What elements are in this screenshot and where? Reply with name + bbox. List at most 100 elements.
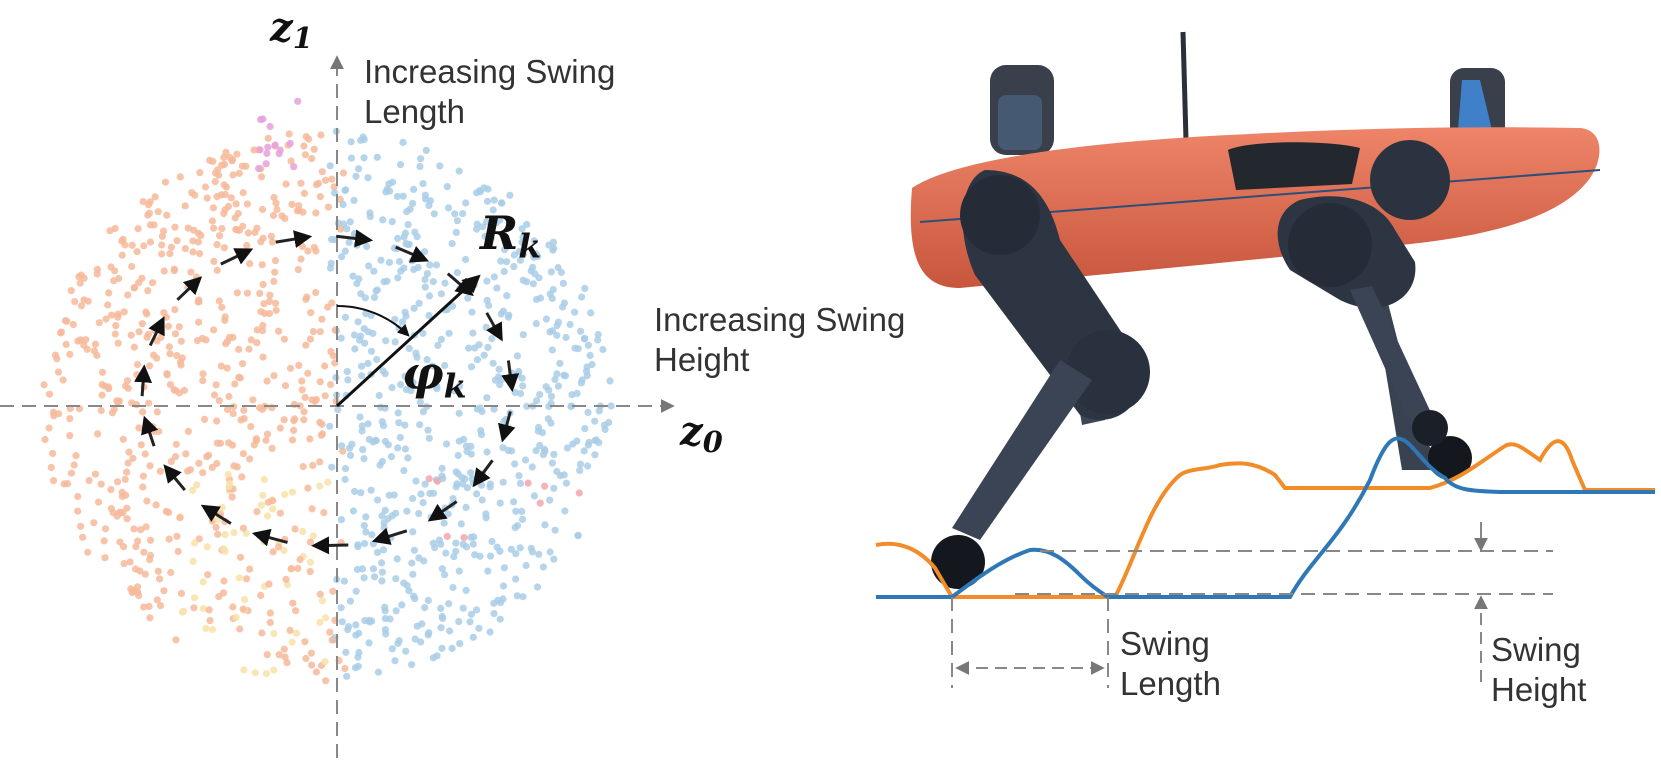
scatter-point-blue (420, 557, 428, 565)
scatter-point-orange (189, 248, 197, 256)
scatter-point-blue (366, 209, 374, 217)
scatter-point-blue (419, 499, 427, 507)
scatter-point-blue (523, 220, 531, 228)
scatter-point-orange (79, 533, 87, 541)
scatter-point-blue (343, 225, 351, 233)
scatter-point-blue (456, 382, 464, 390)
scatter-point-orange (321, 392, 329, 400)
scatter-point-orange (310, 145, 318, 153)
scatter-point-orange (220, 577, 228, 585)
scatter-point-orange (146, 614, 154, 622)
scatter-point-orange (213, 241, 221, 249)
scatter-point-blue (606, 377, 614, 385)
scatter-point-blue (415, 299, 423, 307)
scatter-point-orange (328, 299, 336, 307)
scatter-point-blue (512, 507, 520, 515)
scatter-point-orange (341, 664, 349, 673)
scatter-point-blue (513, 522, 522, 530)
scatter-point-yellow (318, 597, 326, 605)
scatter-point-orange (105, 289, 113, 297)
scatter-point-blue (449, 583, 457, 592)
scatter-point-blue (499, 582, 508, 590)
scatter-point-blue (459, 210, 467, 218)
scatter-point-orange (54, 368, 63, 376)
scatter-point-blue (375, 391, 383, 400)
scatter-point-blue (341, 313, 350, 321)
scatter-point-blue (473, 490, 481, 498)
scatter-point-blue (360, 455, 368, 463)
scatter-point-orange (259, 280, 267, 289)
scatter-point-blue (415, 509, 423, 518)
scatter-point-blue (449, 302, 457, 310)
scatter-point-orange (115, 397, 123, 405)
scatter-point-orange (224, 202, 233, 210)
scatter-point-orange (304, 247, 312, 255)
scatter-point-orange (158, 250, 166, 258)
scatter-point-orange (133, 248, 141, 256)
scatter-point-red (433, 477, 442, 485)
scatter-point-orange (80, 341, 88, 349)
scatter-point-orange (222, 148, 230, 156)
scatter-point-orange (318, 315, 326, 323)
scatter-point-blue (346, 451, 355, 459)
scatter-point-red (524, 479, 532, 487)
scatter-point-blue (546, 328, 554, 336)
scatter-point-blue (384, 441, 392, 449)
scatter-point-orange (160, 267, 168, 275)
scatter-point-orange (264, 134, 272, 142)
scatter-point-orange (156, 602, 165, 610)
scatter-point-blue (488, 335, 496, 343)
scatter-point-orange (123, 468, 131, 476)
scatter-point-orange (146, 536, 155, 544)
scatter-point-blue (386, 187, 394, 195)
scatter-point-blue (480, 351, 488, 359)
scatter-point-blue (545, 386, 553, 394)
scatter-point-yellow (251, 669, 259, 677)
scatter-point-orange (120, 543, 128, 551)
swing-length-line-2: Length (1120, 665, 1221, 703)
scatter-point-blue (417, 155, 425, 163)
scatter-point-yellow (202, 624, 210, 632)
scatter-point-blue (484, 234, 492, 242)
scatter-point-blue (352, 172, 360, 180)
scatter-point-orange (238, 360, 247, 368)
scatter-point-blue (514, 371, 522, 379)
scatter-point-blue (535, 274, 543, 282)
scatter-point-orange (240, 406, 248, 414)
cycle-arrow-segment (485, 312, 503, 342)
scatter-point-blue (518, 238, 526, 246)
scatter-point-yellow (191, 539, 199, 547)
scatter-point-orange (327, 348, 335, 356)
scatter-point-orange (160, 309, 168, 317)
scatter-point-orange (143, 333, 151, 341)
scatter-point-blue (479, 223, 487, 231)
scatter-point-blue (546, 548, 554, 556)
scatter-point-orange (308, 661, 316, 669)
scatter-point-blue (550, 555, 558, 563)
scatter-point-blue (591, 417, 599, 425)
scatter-point-orange (62, 340, 70, 348)
scatter-point-orange (298, 386, 306, 394)
cycle-arrow-segment (200, 504, 232, 525)
scatter-point-blue (437, 290, 445, 298)
scatter-point-orange (300, 142, 308, 150)
scatter-point-orange (135, 424, 143, 432)
scatter-point-blue (595, 439, 603, 447)
scatter-point-orange (231, 214, 239, 222)
scatter-point-blue (510, 460, 519, 468)
scatter-point-orange (93, 265, 101, 273)
scatter-point-blue (578, 293, 586, 301)
increasing-swing-height-line-1: Increasing Swing (654, 301, 906, 338)
scatter-point-orange (258, 629, 266, 637)
scatter-point-orange (275, 327, 283, 335)
scatter-point-blue (346, 444, 354, 452)
scatter-point-blue (349, 272, 357, 280)
scatter-point-blue (498, 199, 506, 207)
scatter-point-blue (410, 546, 418, 554)
scatter-point-blue (528, 463, 536, 471)
scatter-point-orange (123, 377, 132, 385)
scatter-point-blue (373, 548, 382, 557)
scatter-point-orange (208, 217, 216, 225)
phase-label: φk (402, 346, 467, 406)
